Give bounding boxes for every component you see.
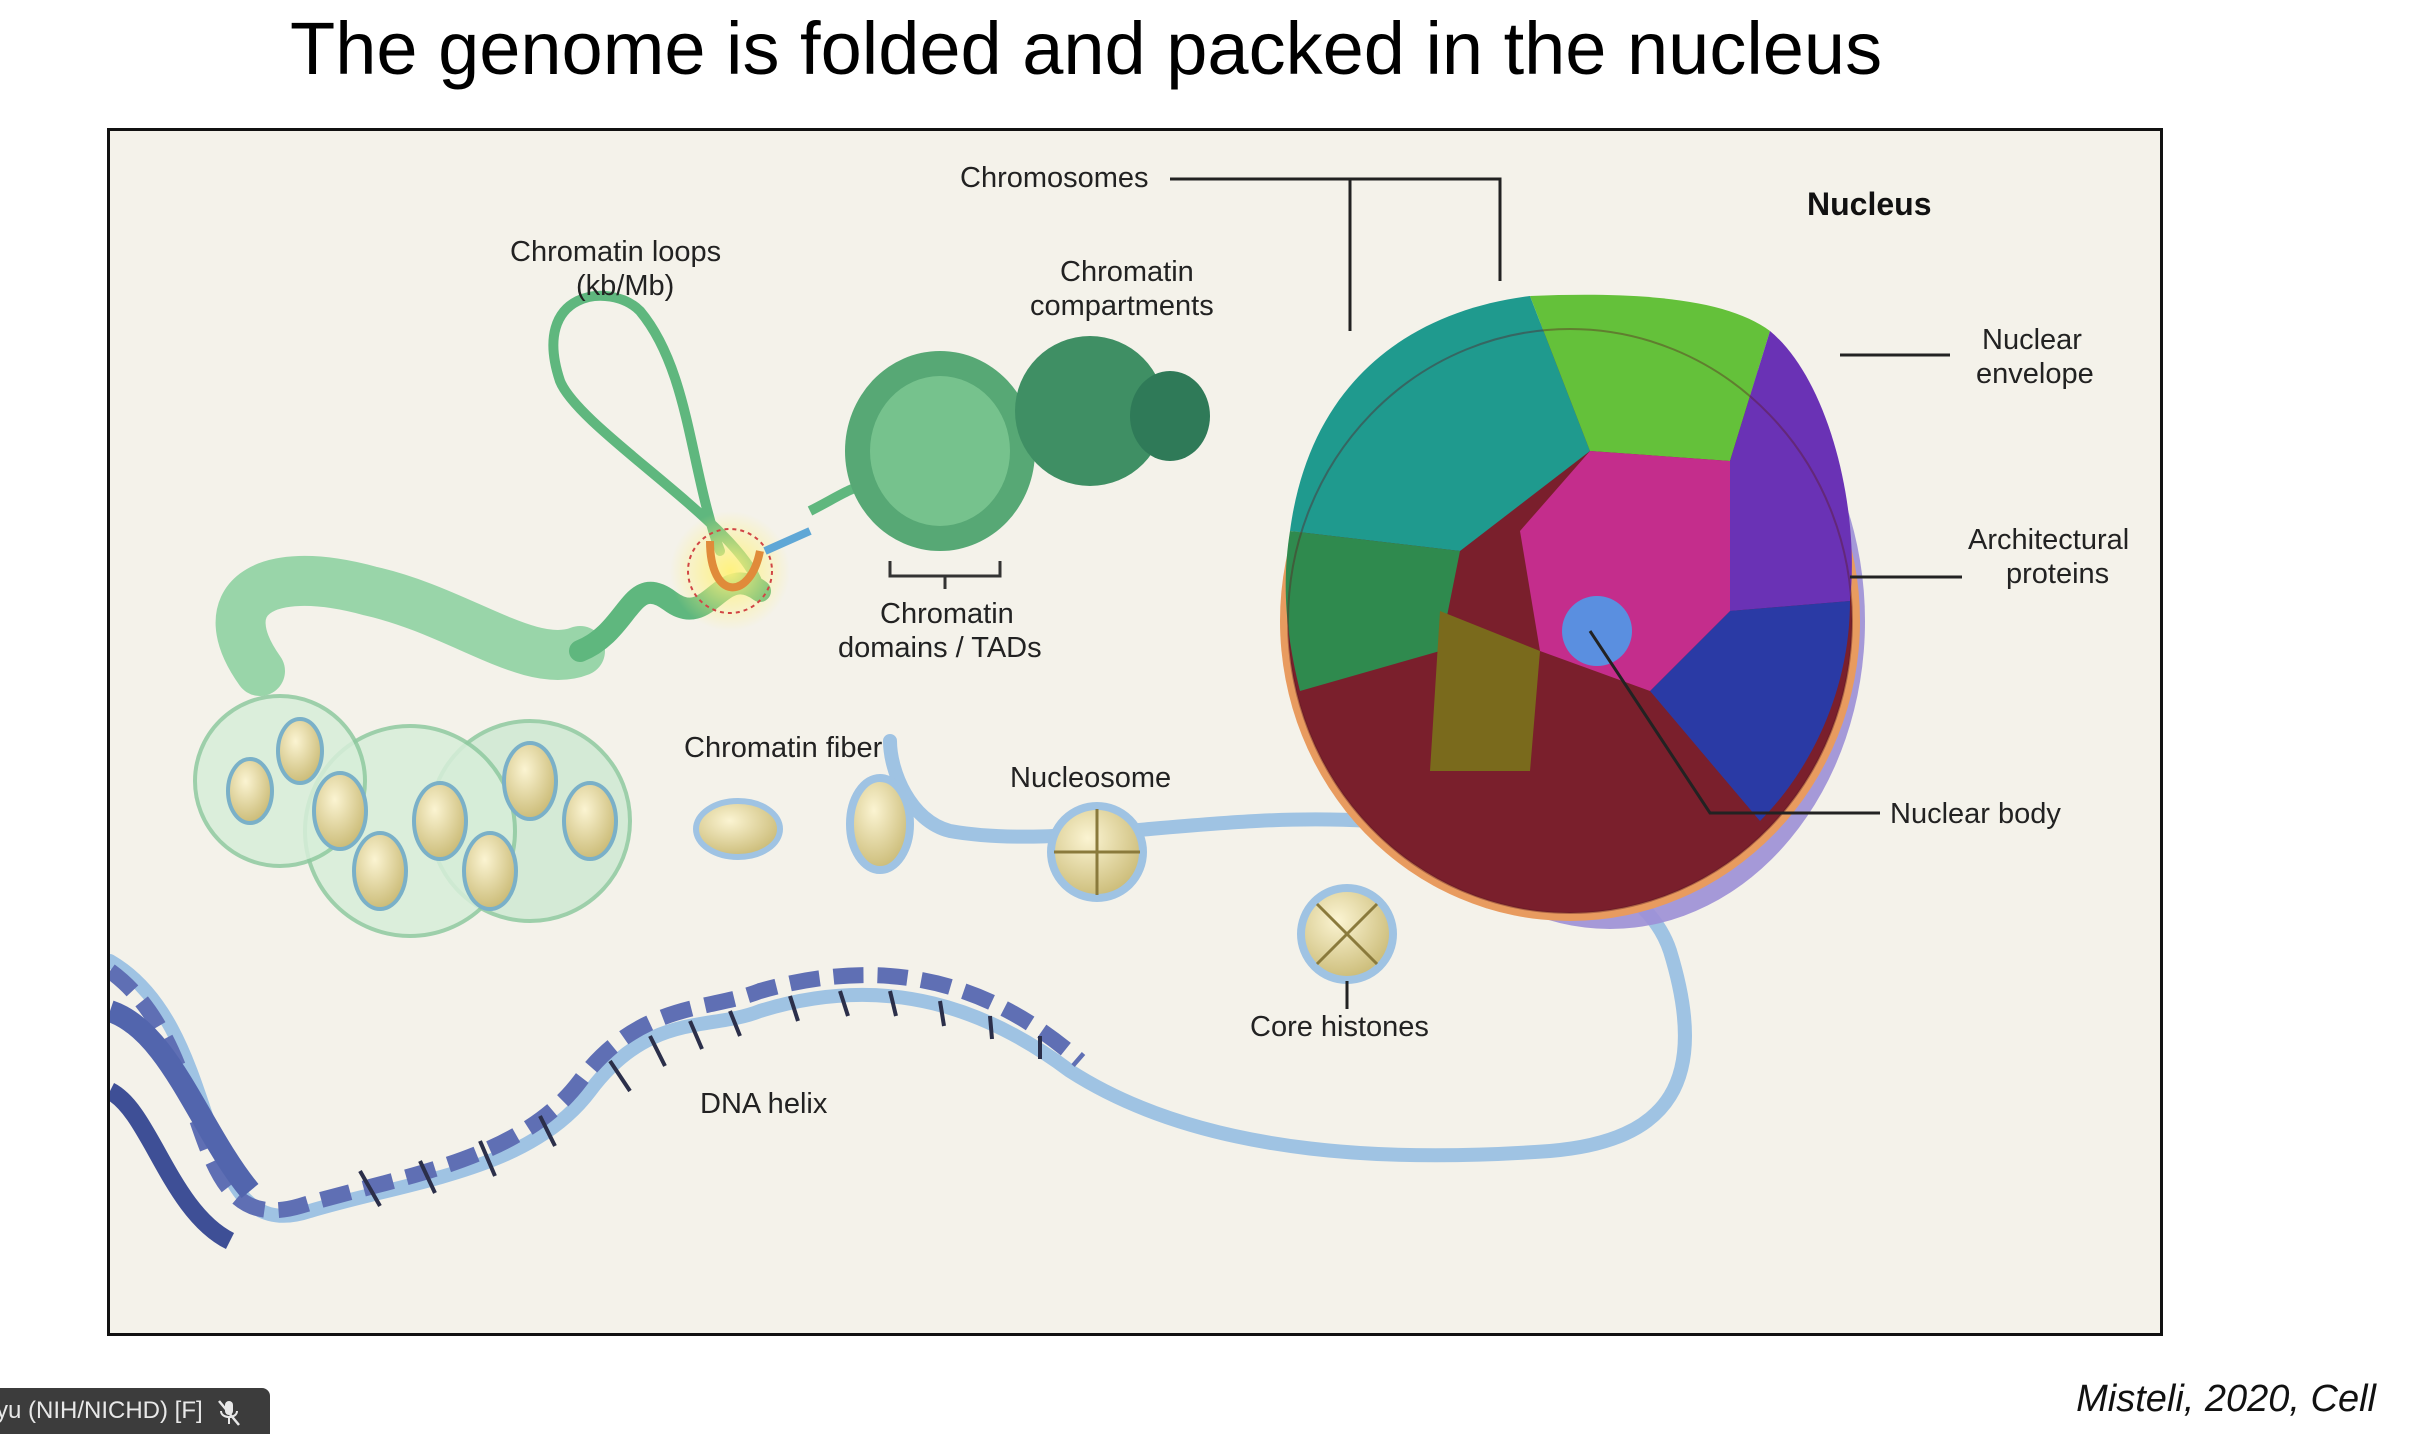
label-architectural-proteins-1: Architectural [1968, 524, 2129, 556]
mic-muted-icon[interactable] [217, 1397, 241, 1426]
nucleus-drawing [1280, 294, 1865, 929]
dna-helix-drawing [110, 734, 1692, 1250]
chromatin-fiber-drawing [193, 555, 771, 938]
label-chromatin-compartments-2: compartments [1030, 290, 1214, 322]
label-chromatin-domains-2: domains / TADs [838, 632, 1042, 664]
nucleosome-drawing [693, 774, 1397, 984]
chromatin-domains-drawing [807, 336, 1210, 589]
leader-lines [1170, 177, 1962, 1009]
label-core-histones: Core histones [1250, 1011, 1429, 1043]
participant-name-badge: yu (NIH/NICHD) [F] [0, 1388, 270, 1434]
label-chromatin-loops-2: (kb/Mb) [576, 270, 674, 302]
label-nuclear-envelope-1: Nuclear [1982, 324, 2082, 356]
label-chromatin-domains-1: Chromatin [880, 598, 1014, 630]
label-chromosomes: Chromosomes [960, 162, 1149, 194]
participant-name: yu (NIH/NICHD) [F] [0, 1397, 203, 1424]
label-nuclear-body: Nuclear body [1890, 798, 2061, 830]
citation: Misteli, 2020, Cell [2076, 1378, 2376, 1420]
label-nuclear-envelope-2: envelope [1976, 358, 2094, 390]
label-chromatin-fiber: Chromatin fiber [684, 732, 883, 764]
label-dna-helix: DNA helix [700, 1088, 828, 1120]
chromatin-loop-drawing [548, 290, 812, 631]
label-nucleosome: Nucleosome [1010, 762, 1171, 794]
genome-folding-figure: Chromosomes Nucleus Nuclear envelope Arc… [107, 128, 2163, 1336]
label-nucleus: Nucleus [1807, 186, 1931, 222]
label-chromatin-loops-1: Chromatin loops [510, 236, 721, 268]
slide-title: The genome is folded and packed in the n… [290, 7, 1883, 90]
figure-illustration: Chromosomes Nucleus Nuclear envelope Arc… [110, 162, 2129, 1250]
label-chromatin-compartments-1: Chromatin [1060, 256, 1194, 288]
label-architectural-proteins-2: proteins [2006, 558, 2109, 590]
